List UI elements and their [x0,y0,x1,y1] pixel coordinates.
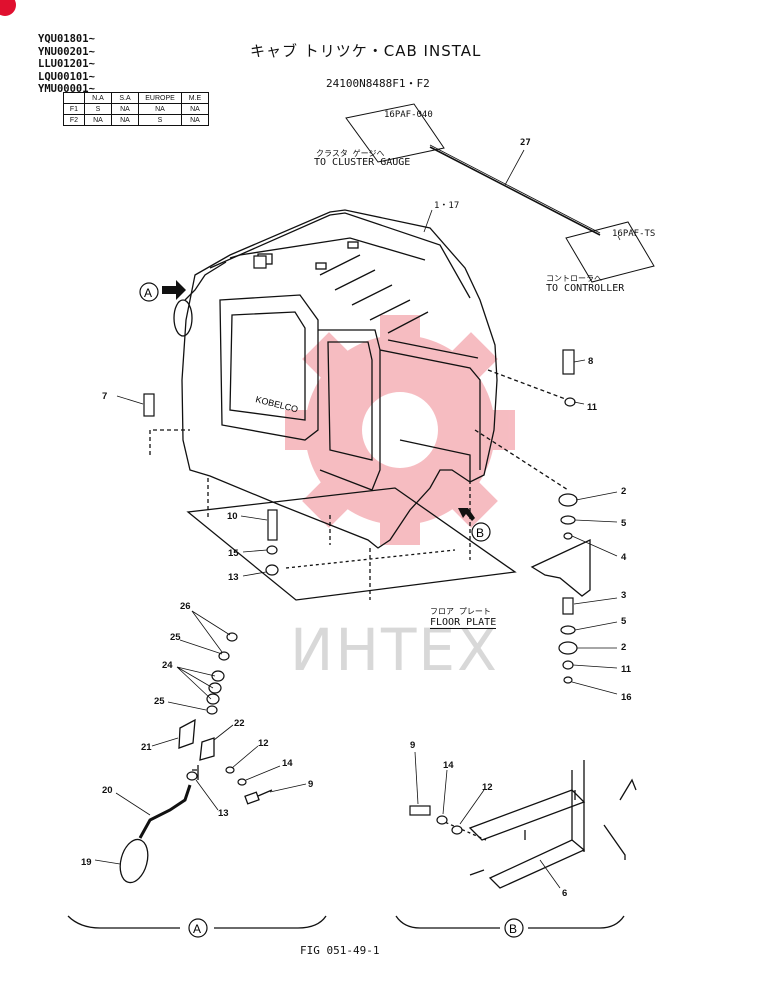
cab-brand: KOBELCO [255,394,300,414]
arrow-a-icon [162,280,186,300]
callout-label: 24 [162,660,173,671]
view-b-marker [471,522,491,542]
callout-label: 20 [102,785,113,796]
serial-item: YQU01801~ [38,33,95,45]
bolt-8 [562,349,575,375]
connector-top-label: 16PAF-040 [384,110,433,120]
callout-label: 4 [621,552,627,563]
washer-5a [560,515,576,525]
part-number: 24100N8488F1・F2 [326,77,430,90]
floor-plate-outline [186,487,517,601]
washer-15 [266,545,278,555]
callout-label: B [476,526,484,540]
corner-brand-icon [0,0,16,16]
arrow-b-icon [458,508,475,521]
serial-item: YNU00201~ [38,45,95,58]
cluster-en-label: TO CLUSTER GAUGE [314,157,411,168]
table-cell: NA [181,103,209,115]
callout-label: 11 [587,402,598,413]
callout-label: 11 [621,664,632,675]
callout-label: 21 [141,742,152,753]
callout-label: A [193,922,201,936]
harness-callout: 27 [520,138,531,148]
nut-13a [265,564,279,576]
mount-2b [558,641,578,655]
view-a-bracket [67,915,180,929]
connector-right-label: 16PAF-TS [612,229,656,239]
callout-label: A [144,286,152,300]
serial-item: LLU01201~ [38,58,95,70]
figure-number: FIG 051-49-1 [300,944,380,957]
callout-label: 16 [621,692,632,703]
bolt-10 [267,509,278,541]
callout-label: 9 [308,779,313,790]
wire-harness-27 [429,146,601,236]
callout-label: 6 [562,888,567,899]
controller-jp-label: コントローラへ [546,274,602,283]
callout-label: 5 [621,616,627,627]
pin-4 [563,532,573,540]
callout-label: 14 [443,760,454,771]
table-cell: NA [181,114,209,126]
callout-label: 3 [621,590,626,601]
callout-label: B [509,922,517,936]
serial-item: LQU00101~ [38,70,95,83]
cluster-jp-label: クラスタ ゲージへ [316,149,385,158]
callout-label: 12 [482,782,493,793]
table-cell: NA [111,114,139,126]
callout-label: 14 [282,758,293,769]
nut-11b [562,660,574,670]
callout-label: 9 [410,740,415,751]
callout-label: 19 [81,857,92,868]
callout-label: 2 [621,642,626,653]
controller-en-label: TO CONTROLLER [546,283,625,294]
view-a-marker [139,282,159,302]
cab-callout: 1・17 [434,201,460,211]
callout-label: 13 [228,572,239,583]
cab-outline [181,209,498,549]
nut-11a [564,397,576,407]
callout-label: 10 [227,511,238,522]
callout-label: 25 [170,632,181,643]
callout-label: 2 [621,486,626,497]
sleeve-3 [562,597,574,615]
page-title: キャブ トリツケ・CAB INSTAL [250,42,482,60]
washer-5b [560,625,576,635]
floor-en-label: FLOOR PLATE [430,617,497,629]
bolt-9b [409,805,431,816]
mount-2a [558,493,578,507]
callout-label: 26 [180,601,191,612]
floor-jp-label: フロア プレート [430,607,491,616]
callout-label: 25 [154,696,165,707]
callout-label: 15 [228,548,239,559]
callout-label: 7 [102,391,107,402]
watermark-text: ИНТЕХ [290,616,499,684]
bolt-7 [143,393,155,417]
callout-label: 12 [258,738,269,749]
spec-table: N.A S.A EUROPE M.E F1 S NA NA NA F2 NA N… [63,92,209,126]
watermark-gear-icon [285,315,515,545]
table-row: F2 NA NA S NA [63,114,209,126]
callout-label: 22 [234,718,245,729]
callout-label: 13 [218,808,229,819]
callout-label: 8 [588,356,593,367]
callout-label: 5 [621,518,627,529]
nut-16 [563,676,573,684]
